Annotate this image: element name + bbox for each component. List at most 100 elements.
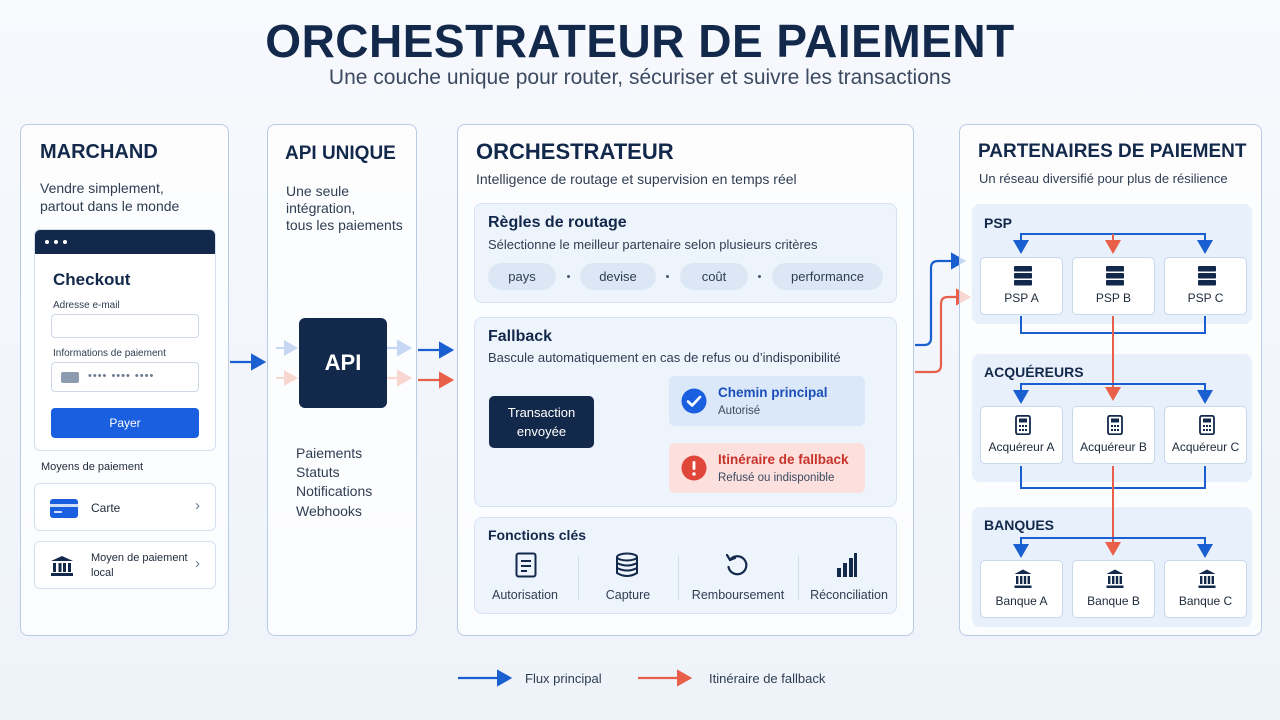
banks-group-title: BANQUES: [984, 517, 1055, 533]
partners-subtitle: Un réseau diversifié pour plus de résili…: [979, 171, 1228, 186]
primary-path-box: Chemin principal Autorisé: [669, 376, 865, 426]
fallback-path-title: Itinéraire de fallback: [718, 452, 849, 467]
legend-primary-label: Flux principal: [525, 671, 602, 686]
alert-circle-icon: [681, 455, 707, 481]
merchant-title: MARCHAND: [40, 141, 158, 163]
criterion-pill: devise: [580, 263, 656, 290]
acquirers-group-title: ACQUÉREURS: [984, 364, 1084, 380]
psp-node: PSP A: [980, 257, 1063, 315]
separator-dot: [666, 275, 669, 278]
pay-button[interactable]: Payer: [51, 408, 199, 438]
api-feature: Statuts: [296, 464, 340, 480]
method-local-row[interactable]: Moyen de paiement local ›: [34, 541, 216, 589]
api-title: API UNIQUE: [285, 143, 396, 164]
primary-path-title: Chemin principal: [718, 385, 828, 400]
bank-node-label: Banque A: [995, 594, 1048, 608]
bank-icon: [1106, 569, 1124, 588]
terminal-icon: [1107, 415, 1123, 435]
window-dot: [45, 240, 49, 244]
transaction-label-line2: envoyée: [516, 424, 567, 439]
partners-title: PARTENAIRES DE PAIEMENT: [978, 141, 1247, 162]
server-icon: [1198, 266, 1216, 286]
fallback-path-box: Itinéraire de fallback Refusé ou indispo…: [669, 443, 865, 493]
fallback-title: Fallback: [488, 328, 553, 345]
divider: [678, 556, 679, 600]
window-dot: [63, 240, 67, 244]
acquirer-node-label: Acquéreur A: [988, 440, 1055, 454]
criterion-pill: coût: [680, 263, 748, 290]
server-icon: [1106, 266, 1124, 286]
email-label: Adresse e-mail: [53, 300, 120, 311]
window-dot: [54, 240, 58, 244]
api-desc-line2: intégration,: [286, 200, 356, 216]
bank-node: Banque B: [1072, 560, 1155, 618]
transaction-sent-box: Transaction envoyée: [489, 396, 594, 448]
method-local-label-line2: local: [91, 567, 114, 579]
divider: [798, 556, 799, 600]
card-number-placeholder: •••• •••• ••••: [88, 370, 155, 382]
acquirer-node: Acquéreur C: [1164, 406, 1247, 464]
acquirer-node: Acquéreur A: [980, 406, 1063, 464]
api-desc-line1: Une seule: [286, 183, 350, 199]
server-icon: [1014, 266, 1032, 286]
acquirer-node: Acquéreur B: [1072, 406, 1155, 464]
orchestrator-subtitle: Intelligence de routage et supervision e…: [476, 171, 797, 187]
fallback-path-status: Refusé ou indisponible: [718, 472, 835, 484]
legend-fallback-label: Itinéraire de fallback: [709, 671, 826, 686]
merchant-tagline-line1: Vendre simplement,: [40, 180, 164, 196]
routing-rules-title: Règles de routage: [488, 214, 627, 231]
acquirer-node-label: Acquéreur C: [1171, 440, 1240, 454]
checkout-titlebar: [35, 230, 215, 254]
refund-icon: [725, 553, 748, 576]
key-functions-card: [474, 517, 897, 614]
payment-methods-title: Moyens de paiement: [41, 461, 144, 473]
api-feature: Notifications: [296, 483, 373, 499]
transaction-label-line1: Transaction: [507, 405, 576, 420]
method-card-row[interactable]: Carte ›: [34, 483, 216, 531]
separator-dot: [567, 275, 570, 278]
card-number-field[interactable]: •••• •••• ••••: [51, 362, 199, 392]
email-field[interactable]: [51, 314, 199, 338]
acquirer-node-label: Acquéreur B: [1080, 440, 1147, 454]
chevron-right-icon: ›: [195, 555, 200, 572]
credit-card-icon: [50, 499, 78, 518]
checkout-window: Checkout Adresse e-mail Informations de …: [34, 229, 216, 451]
bank-node: Banque A: [980, 560, 1063, 618]
card-icon: [61, 372, 79, 383]
api-feature: Paiements: [296, 445, 363, 461]
check-circle-icon: [681, 388, 707, 414]
bank-node-label: Banque B: [1087, 594, 1140, 608]
method-card-label: Carte: [91, 501, 121, 515]
criterion-pill: pays: [488, 263, 556, 290]
function-label: Remboursement: [691, 588, 785, 602]
criterion-pill: performance: [772, 263, 883, 290]
bank-icon: [1198, 569, 1216, 588]
method-local-label-line1: Moyen de paiement: [91, 552, 188, 564]
bar-chart-icon: [837, 553, 857, 577]
document-icon: [515, 552, 537, 578]
psp-node: PSP C: [1164, 257, 1247, 315]
psp-node-label: PSP C: [1187, 291, 1224, 305]
chevron-right-icon: ›: [195, 497, 200, 514]
api-desc-line3: tous les paiements: [286, 217, 403, 233]
function-label: Autorisation: [491, 588, 558, 602]
bank-node: Banque C: [1164, 560, 1247, 618]
psp-node-label: PSP A: [1004, 291, 1039, 305]
merchant-tagline-line2: partout dans le monde: [40, 198, 180, 214]
page-subtitle: Une couche unique pour router, sécuriser…: [328, 66, 952, 89]
database-icon: [616, 552, 638, 577]
api-box: API: [299, 318, 387, 408]
terminal-icon: [1015, 415, 1031, 435]
bank-icon: [51, 556, 73, 576]
page-title: ORCHESTRATEUR DE PAIEMENT: [265, 15, 1015, 67]
primary-path-status: Autorisé: [718, 405, 761, 417]
key-functions-title: Fonctions clés: [488, 527, 587, 543]
checkout-title: Checkout: [53, 270, 131, 289]
api-feature: Webhooks: [296, 503, 362, 519]
psp-node-label: PSP B: [1095, 291, 1132, 305]
fallback-desc: Bascule automatiquement en cas de refus …: [488, 350, 841, 365]
bank-node-label: Banque C: [1178, 594, 1233, 608]
function-label: Réconciliation: [810, 588, 888, 602]
orchestrator-title: ORCHESTRATEUR: [476, 139, 674, 164]
